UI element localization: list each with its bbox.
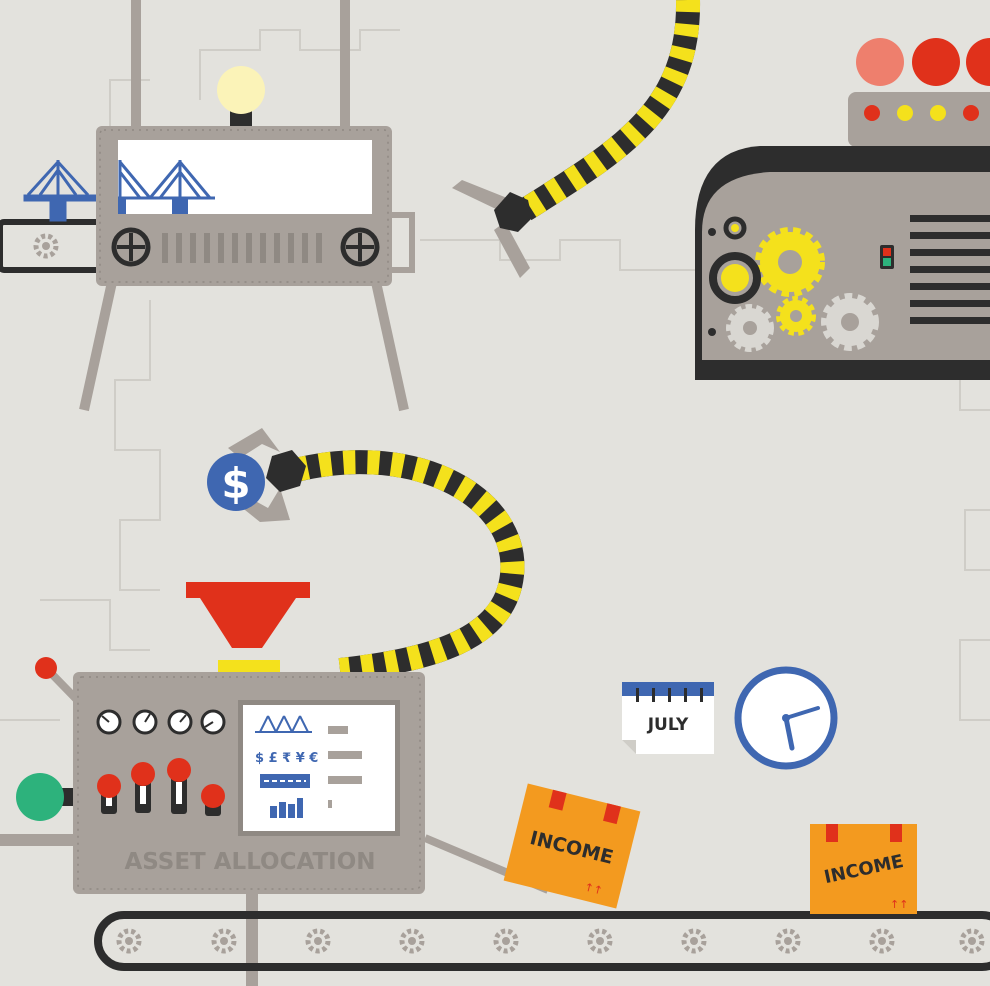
funnel-icon <box>186 582 310 674</box>
currency-symbols: $ £ ₹ ¥ € <box>255 751 318 766</box>
gear-icon <box>305 928 331 954</box>
income-box: INCOME ↑↑ <box>810 824 917 914</box>
robot-arm-icon <box>452 0 701 278</box>
gear-icon <box>869 928 895 954</box>
gear-icon <box>33 233 59 259</box>
dial <box>200 709 226 735</box>
toggle-switch <box>131 762 155 813</box>
dial <box>167 709 193 735</box>
gear-icon <box>399 928 425 954</box>
toggle-switch <box>97 774 121 814</box>
gear-icon <box>211 928 237 954</box>
calendar-month: JULY <box>647 715 689 735</box>
robot-arm-icon <box>228 428 525 682</box>
gear-icon <box>116 928 142 954</box>
wheel <box>340 227 380 267</box>
gear-icon <box>776 296 816 336</box>
wheel <box>111 227 151 267</box>
toggle-switch <box>201 784 225 816</box>
machine-label: ASSET ALLOCATION <box>124 849 375 875</box>
gear-icon <box>959 928 985 954</box>
bridge-icon <box>118 160 215 205</box>
calendar-icon: JULY <box>622 682 714 754</box>
clock-icon <box>734 666 838 770</box>
gear-icon <box>587 928 613 954</box>
gear-icon <box>493 928 519 954</box>
gear-icon <box>681 928 707 954</box>
bridge-machine <box>0 0 415 412</box>
toggle-switch <box>167 758 191 814</box>
svg-text:↑↑: ↑↑ <box>890 898 908 911</box>
gear-icon <box>821 293 879 351</box>
svg-text:$: $ <box>221 459 250 508</box>
dial <box>96 709 122 735</box>
gear-icon <box>775 928 801 954</box>
income-box: INCOME ↑↑ <box>503 783 641 909</box>
lightbulb-icon <box>217 66 265 128</box>
svg-text:↑↑: ↑↑ <box>583 880 604 897</box>
gear-icon <box>726 304 774 352</box>
dollar-coin-icon: $ <box>207 453 265 511</box>
dial <box>132 709 158 735</box>
mini-chart <box>270 798 303 818</box>
gear-machine <box>695 38 990 380</box>
gear-icon <box>755 227 825 297</box>
bridge-icon <box>255 715 312 733</box>
bridge-icon <box>23 160 115 222</box>
conveyor-belt <box>94 911 990 971</box>
